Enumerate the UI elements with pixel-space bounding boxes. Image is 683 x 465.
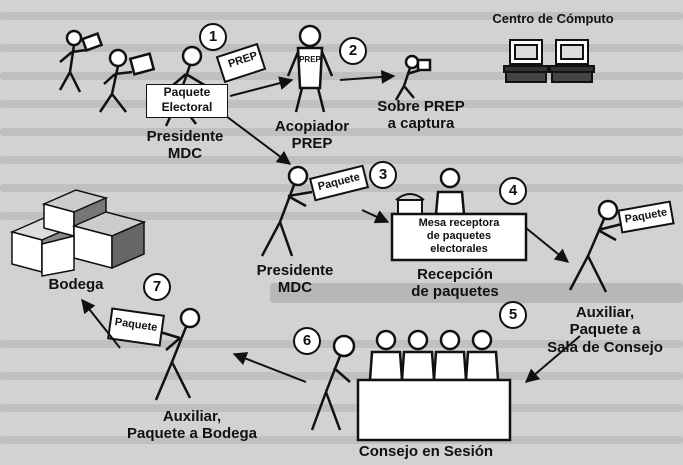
recepcion-line2: de paquetes (411, 283, 499, 301)
mesa-receptora-line3: electorales (430, 243, 488, 255)
paquete-box-4 (617, 200, 675, 234)
background-heading-band (270, 283, 683, 303)
mesa-receptora-line1: Mesa receptora (418, 217, 500, 229)
prep-shirt-label: PREP (299, 55, 321, 64)
presidente-mdc-mid-line2: MDC (277, 279, 313, 297)
paquete-box-7 (107, 307, 165, 347)
auxiliar-figure-bodega (154, 307, 201, 401)
arrow-3-to-mesa (361, 209, 390, 224)
presidente-mdc-top-line2: MDC (167, 145, 203, 163)
background-text-line (0, 156, 683, 164)
background-text-line (0, 436, 683, 444)
presidente-mdc-top-line1: Presidente (146, 128, 224, 145)
prep-envelope-icon (215, 42, 267, 84)
receptionist-figure (434, 167, 466, 216)
walking-person-figure (58, 29, 104, 93)
runner-figure (394, 54, 432, 101)
background-text-line (0, 100, 683, 108)
mesa-receptora-label: Mesa receptora de paquetes electorales (392, 217, 526, 256)
paquete-box-3 (308, 164, 370, 202)
walking-person-figure (98, 48, 156, 113)
bodega-boxes-icon (9, 189, 147, 277)
mesa-receptora-box (390, 212, 528, 262)
background-text-line (0, 12, 683, 20)
presidente-mdc-mid-line1: Presidente (256, 262, 334, 279)
arrow-2-to-sobre (339, 69, 396, 84)
background-text-line (0, 212, 520, 220)
step-number-6: 6 (293, 327, 321, 355)
arrow-6-to-7 (232, 352, 307, 383)
background-text-line (0, 404, 683, 412)
sobre-prep-line1: Sobre PREP (377, 98, 465, 115)
consejo-seated-figures (368, 329, 500, 382)
presidente-mdc-top-label: Presidente MDC (130, 128, 240, 163)
auxiliar-bodega-line2: Paquete a Bodega (126, 425, 258, 443)
acopiador-line2: PREP (291, 135, 333, 153)
recepcion-label: Recepción de paquetes (392, 266, 518, 301)
step-number-5: 5 (499, 301, 527, 329)
auxiliar-figure-sala (568, 199, 623, 293)
acopiador-line1: Acopiador (274, 118, 350, 135)
arrow-1-to-2 (229, 76, 294, 97)
flow-arrows (81, 69, 581, 383)
sobre-prep-label: Sobre PREP a captura (366, 98, 476, 133)
auxiliar-sala-line3: Sala de Consejo (547, 338, 663, 356)
acopiador-figure (286, 24, 334, 113)
paquete-electoral-line1: Paquete (163, 85, 211, 99)
acopiador-label: Acopiador PREP (262, 118, 362, 153)
consejo-member-figure (310, 334, 356, 431)
presidente-figure-middle (260, 165, 313, 257)
presidente-mdc-mid-label: Presidente MDC (240, 262, 350, 297)
step-number-1: 1 (199, 23, 227, 51)
step-number-7: 7 (143, 273, 171, 301)
consejo-label: Consejo en Sesión (358, 443, 494, 460)
arrow-5-to-6 (524, 335, 581, 383)
paquete-electoral-box: Paquete Electoral (146, 84, 228, 118)
auxiliar-sala-line2: Paquete a (569, 321, 641, 339)
background-text-line (0, 128, 683, 136)
step-number-3: 3 (369, 161, 397, 189)
consejo-table (356, 378, 512, 442)
computer-icon (549, 39, 595, 83)
centro-computo-label: Centro de Cómputo (492, 11, 614, 26)
telephone-icon (395, 193, 425, 215)
bodega-label: Bodega (48, 276, 104, 293)
auxiliar-sala-line1: Auxiliar, (575, 304, 635, 321)
recepcion-line1: Recepción (417, 266, 493, 283)
step-number-2: 2 (339, 37, 367, 65)
arrow-7-to-bodega (81, 298, 121, 349)
auxiliar-bodega-label: Auxiliar, Paquete a Bodega (112, 408, 272, 443)
auxiliar-sala-label: Auxiliar, Paquete a Sala de Consejo (530, 304, 680, 356)
sobre-prep-line2: a captura (387, 115, 455, 133)
computer-icon (503, 39, 549, 83)
auxiliar-bodega-line1: Auxiliar, (162, 408, 222, 425)
background-text-line (0, 72, 683, 80)
arrow-mesa-to-4 (525, 227, 570, 263)
mesa-receptora-line2: de paquetes (426, 230, 492, 242)
step-number-4: 4 (499, 177, 527, 205)
paquete-electoral-line2: Electoral (161, 100, 213, 114)
